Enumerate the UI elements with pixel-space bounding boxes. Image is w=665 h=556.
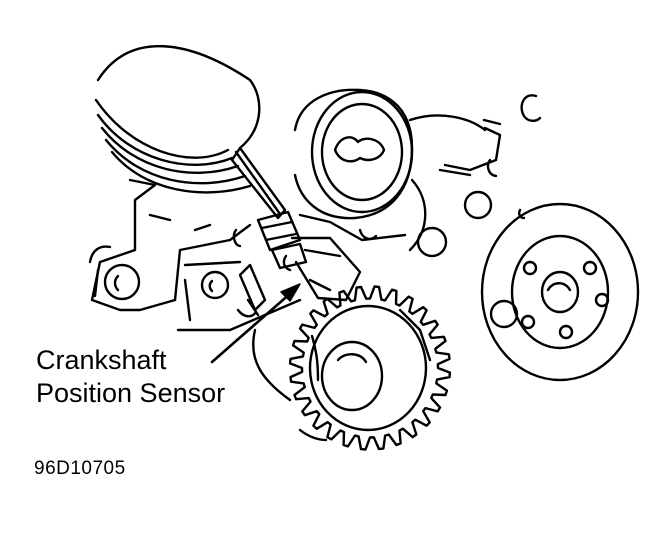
engine-block-outline	[90, 180, 326, 440]
callout-label-line1: Crankshaft	[36, 345, 167, 375]
crankshaft-position-sensor	[232, 148, 360, 316]
right-pulley	[482, 204, 638, 380]
callout-label-line2: Position Sensor	[36, 378, 226, 408]
figure-code: 96D10705	[34, 458, 126, 479]
tensioner-pulley	[295, 90, 500, 250]
upper-pulley	[96, 46, 259, 192]
callout-leader	[212, 284, 300, 362]
crankshaft-sprocket	[290, 287, 450, 450]
